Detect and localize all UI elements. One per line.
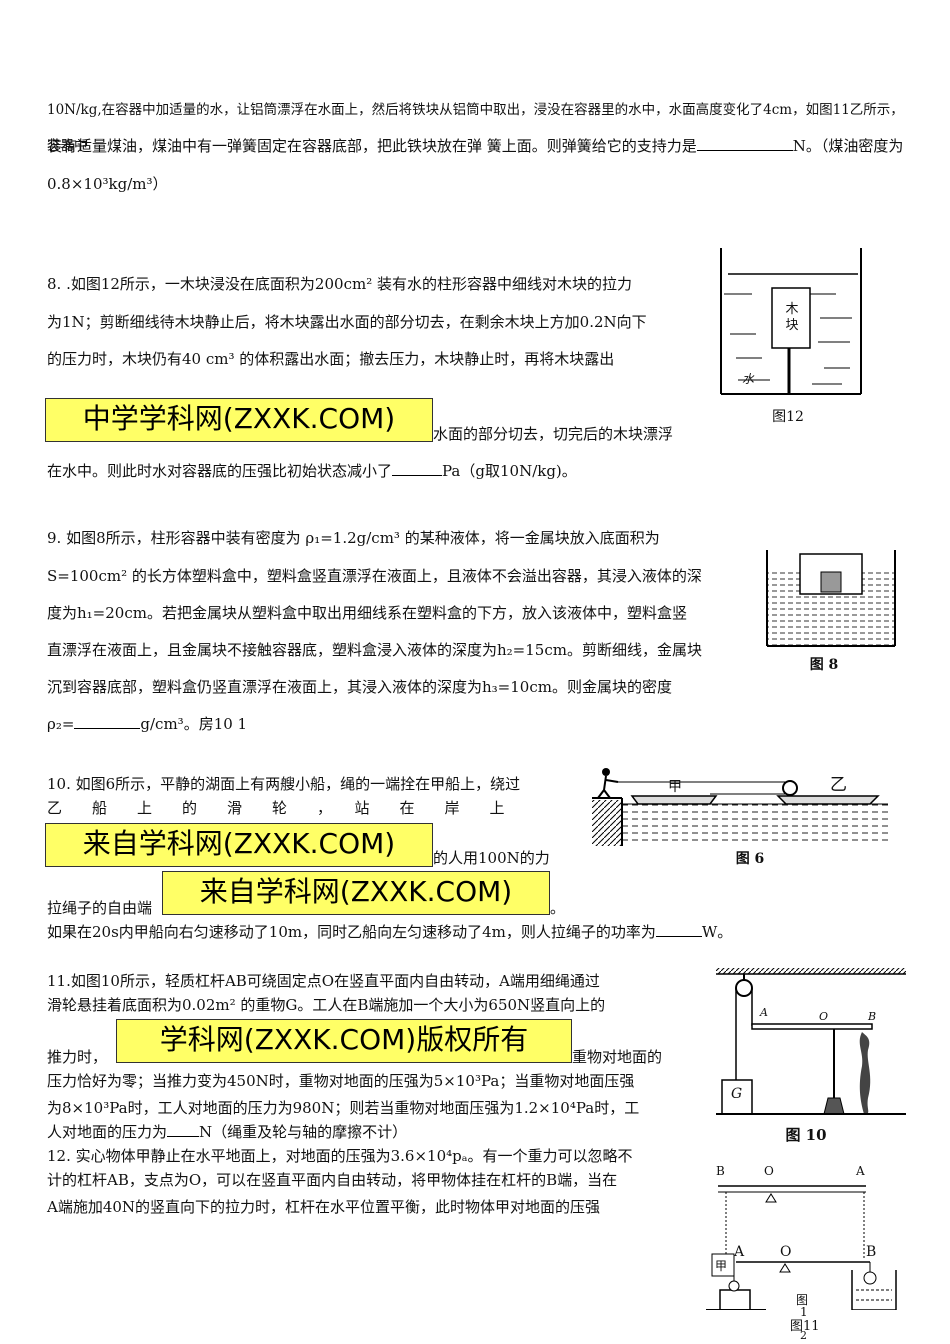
figure-10: A O B G 图 10 [716,966,906,1146]
q10-line-5-text: 如果在20s内甲船向右匀速移动了10m，同时乙船向左匀速移动了4m，则人拉绳子的… [47,923,656,941]
answer-blank[interactable] [696,134,793,151]
watermark-banner: 来自学科网(ZXXK.COM) [162,871,550,915]
water-label: 水 [742,372,755,386]
q8-line-4: 水面的部分切去，切完后的木块漂浮 [433,425,674,443]
q8-line-2: 为1N；剪断细线待木块静止后，将木块露出水面的部分切去，在剩余木块上方加0.2N… [47,313,647,331]
q10-line-2: 乙 船 上 的 滑 轮 ， 站 在 岸 上 [47,799,505,817]
figure-6: 甲 乙 图 6 [592,760,888,870]
q7-line-1: 10N/kg,在容器中加适量的水，让铝筒漂浮在水面上，然后将铁块从铝筒中取出，浸… [47,102,904,154]
boat-label: 乙 [830,775,847,795]
container-diagram [766,550,896,647]
figure-caption: 1 [800,1305,808,1319]
q10-line-3: 的人用100N的力 [433,849,550,867]
q9-line-6-text: ρ₂= [47,715,75,733]
boats-diagram [592,768,888,846]
q12-line-2: 计的杠杆AB，支点为O，可以在竖直平面内自由转动，将甲物体挂在杠杆的B端，当在 [47,1171,618,1189]
q11-line-4: 压力恰好为零；当推力变为450N时，重物对地面的压强为5×10³Pa；当重物对地… [47,1072,635,1090]
q11-line-6: 人对地面的压力为 N（绳重及轮与轴的摩擦不计） [47,1117,407,1147]
answer-blank[interactable] [655,920,702,937]
point-label: B [866,1244,877,1260]
q9-line-5: 沉到容器底部，塑料盒仍竖直漂浮在液面上，其浸入液体的深度为h₃=10cm。则金属… [47,678,672,696]
point-label: A [856,1164,865,1178]
point-label: B [716,1164,725,1178]
q11-line-3b: 重物对地面的 [572,1048,663,1066]
figure-caption: 图 6 [735,851,765,867]
q10-line-4a: 拉绳子的自由端 [47,899,153,917]
point-label: A [734,1244,745,1260]
q7-line-2-text: 装有适量煤油，煤油中有一弹簧固定在容器底部，把此铁块放在弹 簧上面。则弹簧给它的… [47,137,697,155]
q9-line-6: ρ₂= g/cm³。房10 1 [47,706,247,742]
point-label: A [760,1006,768,1019]
lever-diagram [706,1185,897,1311]
point-label: O [764,1164,774,1178]
figure-11: B O A A O B 甲 图 1 2 图11 [706,1160,906,1344]
watermark-banner: 学科网(ZXXK.COM)版权所有 [116,1019,572,1063]
figure-caption: 图11 [790,1319,820,1334]
q10-line-1: 10. 如图6所示，平静的湖面上有两艘小船，绳的一端拴在甲船上，绕过 [47,775,521,793]
figure-caption: 图 [796,1293,809,1307]
q11-line-6-text: 人对地面的压力为 [47,1123,168,1141]
q8-line-5-text: 在水中。则此时水对容器底的压强比初始状态减小了 [47,462,393,480]
q9-line-1: 9. 如图8所示，柱形容器中装有密度为 ρ₁=1.2g/cm³ 的某种液体，将一… [47,529,660,547]
q8-line-5-tail: Pa（g取10N/kg)。 [442,462,577,480]
boat-label: 甲 [668,779,682,795]
q7-line-2: 装有适量煤油，煤油中有一弹簧固定在容器底部，把此铁块放在弹 簧上面。则弹簧给它的… [47,128,917,164]
figure-caption: 图 10 [785,1126,827,1144]
figure-8: 图 8 [764,546,899,676]
lever-diagram [716,968,906,1115]
q11-line-3a: 推力时， [47,1048,108,1066]
q12-line-1: 12. 实心物体甲静止在水平地面上，对地面的压强为3.6×10⁴pₐ。有一个重力… [47,1147,633,1165]
weight-label: G [731,1086,743,1102]
q8-line-1: 8. .如图12所示，一木块浸没在底面积为200cm² 装有水的柱形容器中细线对… [47,275,632,293]
point-label: B [868,1010,877,1023]
point-label: O [819,1010,829,1023]
q11-line-6-tail: N（绳重及轮与轴的摩擦不计） [199,1123,408,1141]
figure-12: 木块 水 图12 [718,246,868,436]
container-diagram [720,248,862,395]
q11-line-2: 滑轮悬挂着底面积为0.02m² 的重物G。工人在B端施加一个大小为650N竖直向… [47,996,606,1014]
block-label: 木块 [785,302,799,333]
q11-line-1: 11.如图10所示，轻质杠杆AB可绕固定点O在竖直平面内自由转动，A端用细绳通过 [47,972,600,990]
q8-line-5: 在水中。则此时水对容器底的压强比初始状态减小了 Pa（g取10N/kg)。 [47,453,577,489]
watermark-banner: 来自学科网(ZXXK.COM) [45,823,433,867]
q9-line-2: S=100cm² 的长方体塑料盒中，塑料盒竖直漂浮在液面上，且液体不会溢出容器，… [47,567,702,585]
q9-line-6-tail: g/cm³。房10 1 [140,715,248,733]
q10-line-5-tail: W。 [701,923,733,941]
q9-line-4: 直漂浮在液面上，且金属块不接触容器底，塑料盒浸入液体的深度为h₂=15cm。剪断… [47,641,702,659]
answer-blank[interactable] [392,459,443,476]
watermark-banner: 中学学科网(ZXXK.COM) [45,398,433,442]
q8-line-3: 的压力时，木块仍有40 cm³ 的体积露出水面；撤去压力，木块静止时，再将木块露… [47,350,615,368]
answer-blank[interactable] [74,712,141,729]
figure-caption: 2 [800,1329,807,1342]
figure-caption: 图12 [772,409,804,425]
q10-line-5: 如果在20s内甲船向右匀速移动了10m，同时乙船向左匀速移动了4m，则人拉绳子的… [47,914,927,950]
q7-line-2-tail: N。（煤油密度为 [792,137,904,155]
q7-line-3: 0.8×10³kg/m³） [47,175,168,193]
q11-line-5: 为8×10³Pa时，工人对地面的压力为980N；则若当重物对地面压强为1.2×1… [47,1099,640,1117]
figure-caption: 图 8 [809,657,839,673]
q10-line-4b: 。 [550,899,566,917]
point-label: O [780,1244,792,1260]
q12-line-3: A端施加40N的竖直向下的拉力时，杠杆在水平位置平衡，此时物体甲对地面的压强 [47,1198,601,1216]
weight-label: 甲 [715,1259,728,1273]
answer-blank[interactable] [167,1120,200,1137]
q9-line-3: 度为h₁=20cm。若把金属块从塑料盒中取出用细线系在塑料盒的下方，放入该液体中… [47,604,687,622]
